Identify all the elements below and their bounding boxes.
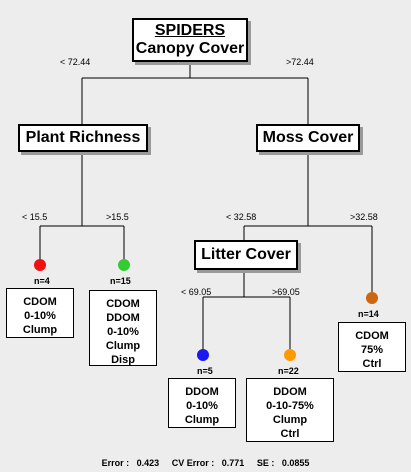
leaf-4-line: DDOM bbox=[273, 386, 307, 398]
leaf-5-dot bbox=[366, 292, 378, 304]
litter-cover-left-split: < 69.05 bbox=[181, 287, 212, 297]
error-value: 0.423 bbox=[136, 458, 160, 468]
moss-cover-left-split: < 32.58 bbox=[226, 212, 257, 222]
error-summary: Error : 0.423 CV Error : 0.771 SE : 0.08… bbox=[0, 458, 411, 468]
leaf-2-line: Clump bbox=[105, 340, 141, 352]
cv-error-value: 0.771 bbox=[221, 458, 245, 468]
se-value: 0.0855 bbox=[281, 458, 310, 468]
node-moss-cover: Moss Cover bbox=[256, 124, 360, 152]
plant-richness-right-split: >15.5 bbox=[106, 212, 129, 222]
litter-cover-right-split: >69.05 bbox=[272, 287, 300, 297]
leaf-1-dot bbox=[34, 259, 46, 271]
root-subtitle: Canopy Cover bbox=[135, 40, 245, 57]
leaf-2-box: CDOM DDOM 0-10% Clump Disp bbox=[89, 290, 157, 366]
leaf-2-count: n=15 bbox=[110, 276, 131, 286]
plant-richness-label: Plant Richness bbox=[25, 129, 141, 146]
node-litter-cover: Litter Cover bbox=[194, 240, 298, 270]
leaf-4-line: 0-10-75% bbox=[266, 400, 314, 412]
moss-cover-label: Moss Cover bbox=[262, 129, 354, 146]
leaf-5-box: CDOM 75% Ctrl bbox=[338, 322, 406, 372]
leaf-5-line: 75% bbox=[360, 344, 384, 356]
leaf-4-count: n=22 bbox=[278, 366, 299, 376]
leaf-1-box: CDOM 0-10% Clump bbox=[6, 288, 74, 338]
root-left-split-label: < 72.44 bbox=[60, 57, 91, 67]
leaf-3-line: Clump bbox=[184, 414, 220, 426]
leaf-2-line: CDOM bbox=[106, 298, 140, 310]
se-label: SE : bbox=[256, 458, 275, 468]
leaf-2-line: Disp bbox=[111, 354, 135, 366]
leaf-2-line: DDOM bbox=[106, 312, 140, 324]
leaf-4-line: Ctrl bbox=[280, 428, 300, 440]
root-title: SPIDERS bbox=[154, 22, 226, 39]
leaf-3-dot bbox=[197, 349, 209, 361]
leaf-2-dot bbox=[118, 259, 130, 271]
root-right-split-label: >72.44 bbox=[286, 57, 314, 67]
leaf-1-line: Clump bbox=[22, 324, 58, 336]
leaf-3-count: n=5 bbox=[197, 366, 213, 376]
leaf-1-line: 0-10% bbox=[24, 310, 56, 322]
leaf-4-box: DDOM 0-10-75% Clump Ctrl bbox=[246, 378, 334, 442]
leaf-2-line: 0-10% bbox=[107, 326, 139, 338]
leaf-3-line: DDOM bbox=[185, 386, 219, 398]
error-label: Error : bbox=[101, 458, 130, 468]
leaf-4-line: Clump bbox=[272, 414, 308, 426]
moss-cover-right-split: >32.58 bbox=[350, 212, 378, 222]
leaf-1-line: CDOM bbox=[23, 296, 57, 308]
leaf-3-line: 0-10% bbox=[186, 400, 218, 412]
leaf-4-dot bbox=[284, 349, 296, 361]
leaf-5-count: n=14 bbox=[358, 309, 379, 319]
litter-cover-label: Litter Cover bbox=[201, 246, 291, 263]
leaf-5-line: Ctrl bbox=[362, 358, 382, 370]
node-plant-richness: Plant Richness bbox=[18, 124, 148, 152]
plant-richness-left-split: < 15.5 bbox=[22, 212, 48, 222]
leaf-1-count: n=4 bbox=[34, 276, 50, 286]
leaf-5-line: CDOM bbox=[355, 330, 389, 342]
cv-error-label: CV Error : bbox=[171, 458, 215, 468]
root-node-canopy-cover: SPIDERS Canopy Cover bbox=[132, 18, 248, 62]
leaf-3-box: DDOM 0-10% Clump bbox=[168, 378, 236, 428]
